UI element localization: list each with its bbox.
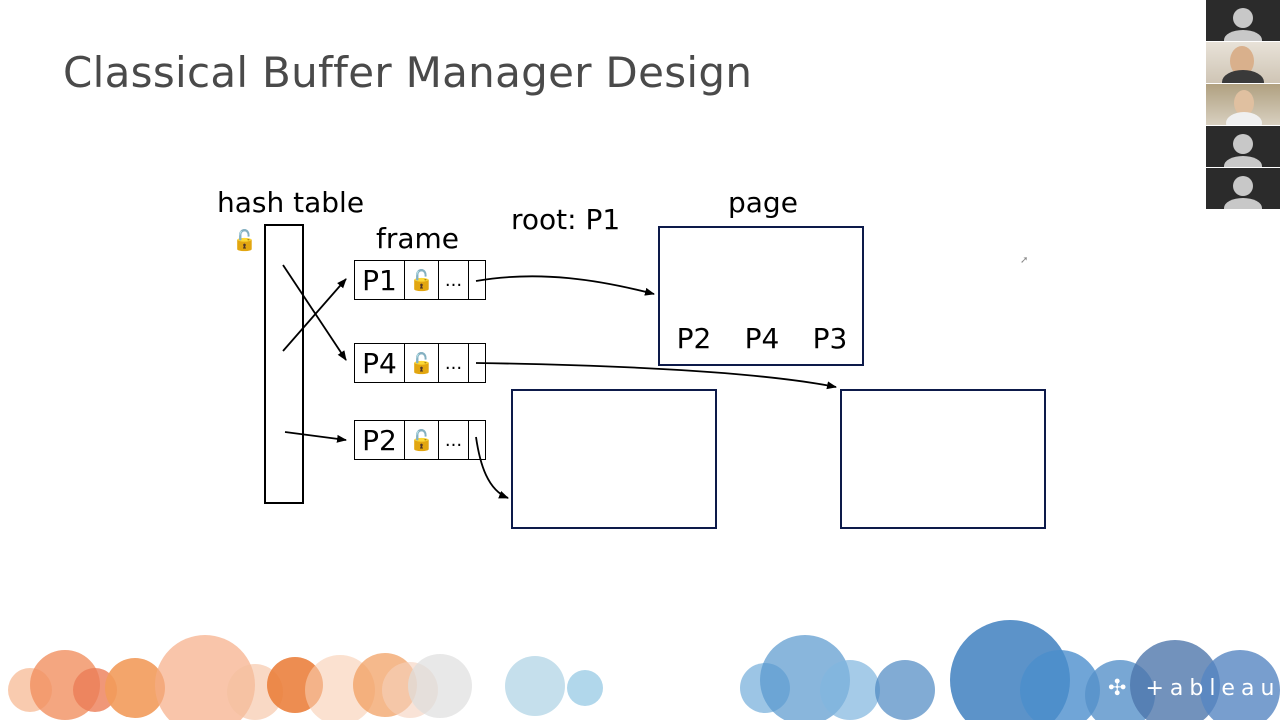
participant-video[interactable] xyxy=(1206,42,1280,84)
page-box xyxy=(840,389,1046,529)
avatar-icon xyxy=(1233,134,1253,154)
participant-tile[interactable] xyxy=(1206,126,1280,168)
frame-row: P4 🔓 ... xyxy=(354,343,486,383)
arrow xyxy=(475,362,837,390)
frame-dots: ... xyxy=(439,421,469,459)
slide-title: Classical Buffer Manager Design xyxy=(63,48,753,97)
root-page-children: P2 P4 P3 xyxy=(660,322,864,355)
participant-tile[interactable] xyxy=(1206,168,1280,210)
frame-label: frame xyxy=(376,222,460,255)
child-pointer-label: P4 xyxy=(744,322,780,355)
lock-icon: 🔓 xyxy=(232,230,257,252)
lock-icon: 🔓 xyxy=(405,261,439,299)
child-pointer-label: P3 xyxy=(812,322,848,355)
tableau-logo: ✣ +ableau xyxy=(1108,676,1280,701)
page-box xyxy=(511,389,717,529)
arrow xyxy=(475,275,655,296)
root-label: root: P1 xyxy=(511,203,621,236)
frame-page-id: P4 xyxy=(355,344,405,382)
hash-table-label: hash table xyxy=(217,186,365,219)
participant-panel xyxy=(1206,0,1280,212)
frame-page-id: P2 xyxy=(355,421,405,459)
frame-page-id: P1 xyxy=(355,261,405,299)
lock-icon: 🔓 xyxy=(405,421,439,459)
arrow xyxy=(475,436,509,499)
avatar xyxy=(1234,90,1254,116)
mouse-cursor-icon: ➚ xyxy=(1020,255,1029,266)
avatar-icon xyxy=(1224,156,1262,167)
frame-row: P2 🔓 ... xyxy=(354,420,486,460)
frame-dots: ... xyxy=(439,344,469,382)
frame-row: P1 🔓 ... xyxy=(354,260,486,300)
root-page xyxy=(658,226,864,366)
lock-icon: 🔓 xyxy=(405,344,439,382)
arrow xyxy=(282,264,347,361)
arrow xyxy=(282,278,347,352)
avatar-icon xyxy=(1224,198,1262,209)
frame-dots: ... xyxy=(439,261,469,299)
participant-video[interactable] xyxy=(1206,84,1280,126)
child-pointer-label: P2 xyxy=(676,322,712,355)
logo-text: +ableau xyxy=(1145,676,1280,701)
logo-mark-icon: ✣ xyxy=(1108,676,1133,701)
avatar xyxy=(1226,112,1262,125)
arrow xyxy=(284,431,347,443)
avatar-icon xyxy=(1224,30,1262,41)
avatar-icon xyxy=(1233,176,1253,196)
avatar-icon xyxy=(1233,8,1253,28)
participant-tile[interactable] xyxy=(1206,0,1280,42)
avatar xyxy=(1222,70,1264,83)
page-label: page xyxy=(728,186,798,219)
hash-table xyxy=(264,224,304,504)
